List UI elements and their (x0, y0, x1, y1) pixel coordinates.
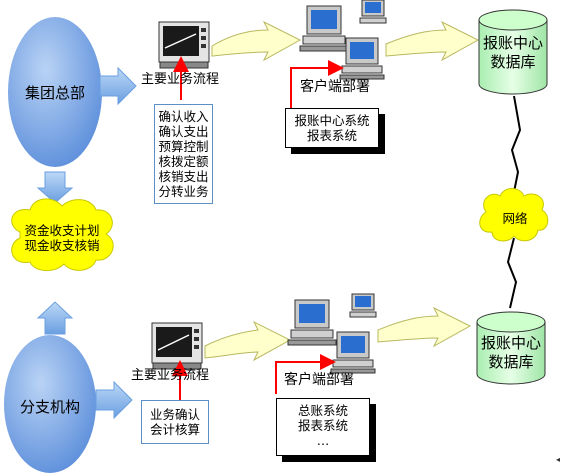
top-pc-icon-2 (359, 0, 387, 24)
network-link-top (510, 95, 522, 193)
bottom-system-2: 报表系统 (297, 418, 348, 433)
top-red-connector (290, 60, 344, 108)
branch-label: 分支机构 (19, 398, 80, 416)
branch-arrow-right (95, 380, 133, 420)
bottom-database-icon (476, 311, 546, 385)
center-cloud-line-1: 资金收支计划 (24, 223, 100, 238)
bottom-db-line-1: 报账中心 (480, 334, 541, 352)
top-systems-box: 报账中心系统 报表系统 (285, 108, 379, 148)
bottom-task-2: 会计核算 (149, 422, 200, 437)
bottom-system-1: 总账系统 (297, 403, 348, 418)
network-link-bottom (506, 237, 518, 309)
bottom-red-connector (275, 354, 336, 394)
top-yellow-arrow-1 (211, 20, 302, 62)
bottom-pc-icon-2 (349, 293, 377, 318)
branch-ellipse (4, 335, 96, 473)
top-system-1: 报账中心系统 (294, 113, 370, 128)
bottom-db-line-2: 数据库 (488, 353, 534, 371)
top-db-line-1: 报账中心 (482, 34, 543, 52)
top-task-5: 核销支出 (158, 169, 209, 184)
top-terminal-icon (158, 21, 210, 69)
top-task-4: 核拨定额 (158, 154, 209, 169)
bottom-pc-icon-3 (330, 331, 376, 374)
bottom-yellow-arrow-1 (204, 320, 292, 362)
bottom-system-3: … (316, 433, 330, 448)
top-task-6: 分转业务 (158, 184, 209, 199)
edge-marker: ◂ (556, 455, 560, 464)
top-task-1: 确认收入 (158, 109, 209, 124)
network-cloud (479, 188, 549, 242)
hq-ellipse (8, 17, 102, 167)
bottom-tasks-box: 业务确认 会计核算 (141, 400, 209, 444)
hq-label: 集团总部 (24, 84, 85, 102)
bottom-pc-icon-1 (287, 299, 337, 346)
bottom-db-label: 报账中心 数据库 (477, 334, 545, 372)
bottom-client-label: 客户端部署 (284, 372, 354, 388)
network-label: 网络 (502, 211, 528, 226)
bottom-task-1: 业务确认 (149, 407, 200, 422)
top-system-2: 报表系统 (306, 128, 357, 143)
top-pc-icon-1 (299, 5, 349, 52)
top-task-3: 预算控制 (158, 139, 209, 154)
top-db-line-2: 数据库 (490, 53, 536, 71)
bottom-yellow-arrow-2 (377, 306, 472, 348)
hq-arrow-right (99, 66, 137, 106)
top-pc-icon-3 (339, 37, 385, 80)
top-client-label: 客户端部署 (300, 79, 370, 95)
bottom-process-label: 主要业务流程 (131, 368, 210, 383)
top-tasks-box: 确认收入 确认支出 预算控制 核拨定额 核销支出 分转业务 (154, 104, 213, 204)
center-cloud (11, 198, 114, 271)
top-task-2: 确认支出 (158, 124, 209, 139)
top-process-label: 主要业务流程 (141, 72, 220, 87)
center-cloud-text: 资金收支计划 现金收支核销 (14, 223, 110, 253)
top-db-label: 报账中心 数据库 (479, 34, 547, 72)
bottom-systems-box: 总账系统 报表系统 … (276, 398, 370, 456)
hq-down-arrow (36, 171, 74, 204)
branch-up-arrow (36, 301, 74, 335)
top-database-icon (478, 9, 548, 95)
center-cloud-line-2: 现金收支核销 (24, 238, 100, 253)
top-yellow-arrow-2 (385, 20, 480, 62)
bottom-terminal-icon (151, 322, 203, 370)
